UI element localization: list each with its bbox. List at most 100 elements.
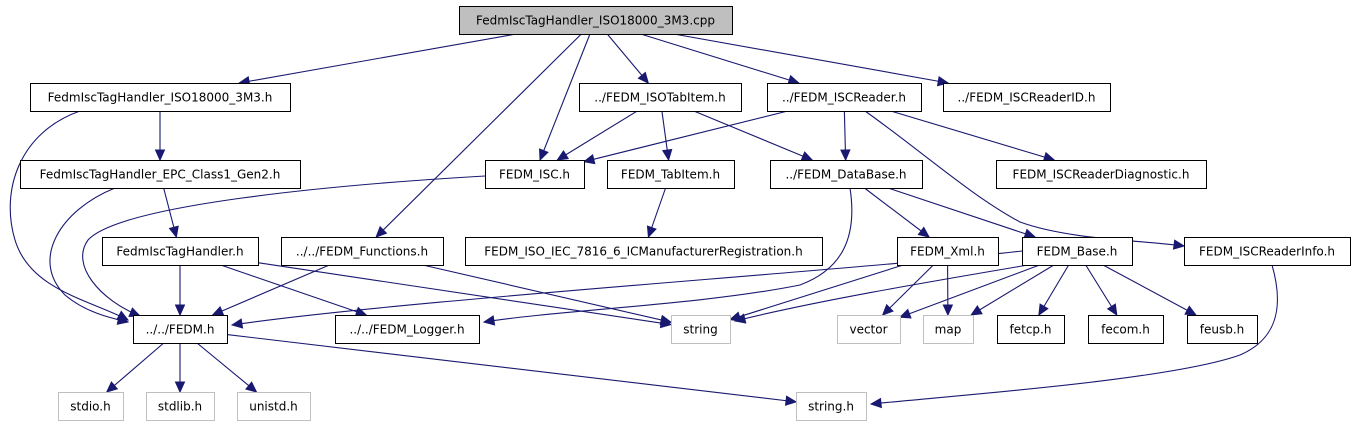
edge-database-to-base: [887, 187, 1037, 239]
node-label: FEDM_ISCReaderDiagnostic.h: [1013, 168, 1190, 182]
edge-database-to-xml: [864, 187, 931, 238]
edge-h3m3-to-epc: [154, 111, 166, 162]
arrowhead-icon: [245, 381, 258, 393]
node-label: string: [683, 323, 717, 337]
node-stringh: string.h: [796, 392, 867, 421]
node-label: stdio.h: [70, 400, 110, 414]
edge-line: [212, 264, 330, 316]
edge-epc-to-taghandler: [163, 187, 179, 239]
edge-iscreader-to-readerinfo: [864, 110, 1186, 250]
edge-h3m3-to-fedm: [9, 110, 130, 321]
arrowhead-icon: [659, 314, 673, 325]
arrowhead-icon: [898, 308, 912, 319]
edge-readerinfo-to-stringh: [869, 264, 1279, 409]
arrowhead-icon: [661, 148, 673, 162]
arrowhead-icon: [840, 149, 851, 162]
arrowhead-icon: [174, 304, 186, 317]
arrowhead-icon: [917, 226, 931, 238]
node-box: [837, 315, 901, 344]
node-box: [996, 160, 1207, 189]
node-base[interactable]: FEDM_Base.h: [1022, 237, 1133, 266]
node-unistd: unistd.h: [237, 392, 311, 421]
arrowhead-icon: [211, 306, 225, 316]
arrowhead-icon: [1106, 303, 1118, 317]
node-fetcp[interactable]: fetcp.h: [997, 315, 1065, 344]
edge-tabitem-to-icmanuf: [646, 187, 667, 239]
edge-line: [49, 187, 129, 323]
node-box: [102, 237, 259, 266]
node-box: [1022, 237, 1133, 266]
arrowhead-icon: [733, 313, 747, 324]
node-fedm[interactable]: ../../FEDM.h: [133, 315, 228, 344]
node-label: map: [935, 323, 962, 337]
edge-taghandler-to-logger: [220, 264, 368, 317]
edge-root-to-h3m3: [237, 33, 517, 87]
node-label: ../../FEDM_Logger.h: [349, 323, 464, 337]
node-box: [146, 392, 215, 421]
edge-database-to-logger: [482, 187, 853, 326]
edge-line: [890, 110, 1055, 161]
node-epc[interactable]: FedmIscTagHandler_EPC_Class1_Gen2.h: [20, 160, 301, 189]
node-label: unistd.h: [249, 400, 298, 414]
edge-line: [106, 342, 165, 393]
arrowhead-icon: [154, 149, 166, 162]
node-box: [943, 83, 1111, 112]
node-xml[interactable]: FEDM_Xml.h: [897, 237, 999, 266]
edge-root-to-iscreader: [640, 33, 800, 85]
node-box: [335, 315, 480, 344]
edge-line: [970, 264, 1055, 316]
node-label: vector: [849, 323, 887, 337]
node-icmanuf[interactable]: FEDM_ISO_IEC_7816_6_ICManufacturerRegist…: [465, 237, 823, 266]
node-h3m3[interactable]: FedmIscTagHandler_ISO18000_3M3.h: [30, 83, 291, 112]
edge-line: [375, 33, 582, 238]
edge-root-to-readerid: [673, 33, 950, 87]
arrowhead-icon: [970, 305, 983, 316]
node-label: FEDM_Base.h: [1037, 245, 1118, 259]
node-readerid[interactable]: ../FEDM_ISCReaderID.h: [943, 83, 1111, 112]
node-string: string: [671, 315, 731, 344]
node-label: feusb.h: [1200, 323, 1245, 337]
node-database[interactable]: ../FEDM_DataBase.h: [770, 160, 923, 189]
node-isc[interactable]: FEDM_ISC.h: [485, 160, 585, 189]
node-taghandler[interactable]: FedmIscTagHandler.h: [102, 237, 259, 266]
node-box: [133, 315, 228, 344]
edge-isotab-to-tabitem: [661, 110, 673, 162]
node-stdlib: stdlib.h: [146, 392, 215, 421]
arrowhead-icon: [800, 151, 814, 161]
edge-root-to-isc: [539, 33, 591, 162]
edge-line: [1102, 264, 1197, 316]
node-iscreader[interactable]: ../FEDM_ISCReader.h: [767, 83, 922, 112]
node-box: [767, 83, 922, 112]
node-box: [607, 160, 735, 189]
node-logger[interactable]: ../../FEDM_Logger.h: [335, 315, 480, 344]
edge-epc-to-fedm: [49, 187, 130, 325]
edge-line: [239, 33, 517, 84]
node-diag[interactable]: FEDM_ISCReaderDiagnostic.h: [996, 160, 1207, 189]
node-isotab[interactable]: ../FEDM_ISOTabItem.h: [579, 83, 742, 112]
node-readerinfo[interactable]: FEDM_ISCReaderInfo.h: [1184, 237, 1351, 266]
node-box: [1187, 315, 1258, 344]
edge-line: [257, 262, 672, 326]
arrowhead-icon: [1172, 239, 1186, 250]
node-label: ../FEDM_DataBase.h: [785, 168, 906, 182]
arrowhead-icon: [1023, 228, 1037, 239]
edge-line: [557, 110, 638, 161]
arrowhead-icon: [230, 318, 244, 329]
node-box: [58, 392, 124, 421]
node-label: FEDM_TabItem.h: [621, 168, 720, 182]
edge-line: [864, 187, 930, 238]
edge-line: [583, 110, 788, 163]
arrowhead-icon: [482, 315, 496, 326]
edge-line: [640, 33, 799, 84]
edge-fedm-to-stringh: [226, 334, 798, 406]
edges-layer: [9, 33, 1279, 409]
node-feusb[interactable]: feusb.h: [1187, 315, 1258, 344]
node-root[interactable]: FedmIscTagHandler_ISO18000_3M3.cpp: [459, 6, 733, 35]
nodes-layer: FedmIscTagHandler_ISO18000_3M3.cppFedmIs…: [20, 6, 1351, 421]
edge-line: [729, 264, 904, 321]
node-label: FedmIscTagHandler_ISO18000_3M3.cpp: [476, 14, 715, 28]
node-functions[interactable]: ../../FEDM_Functions.h: [281, 237, 444, 266]
node-fecom[interactable]: fecom.h: [1088, 315, 1164, 344]
node-tabitem[interactable]: FEDM_TabItem.h: [607, 160, 735, 189]
node-label: string.h: [808, 400, 854, 414]
